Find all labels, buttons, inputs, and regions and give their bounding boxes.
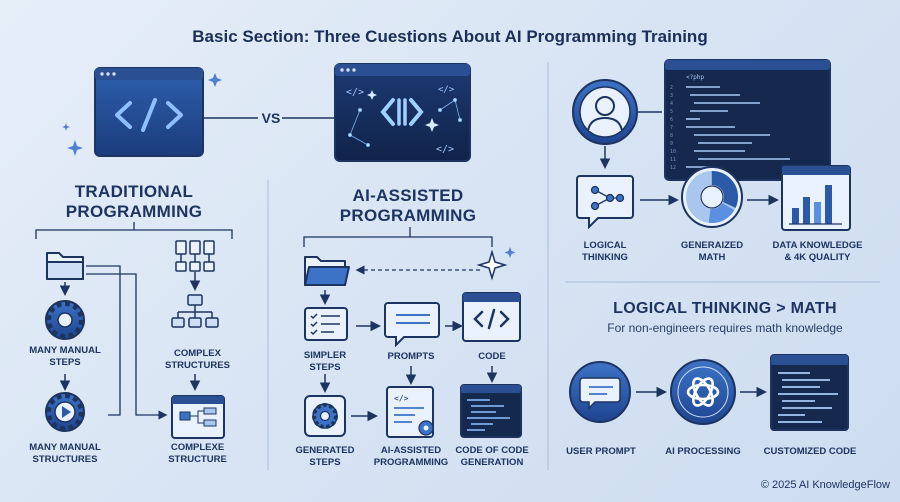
svg-text:</>: </> (438, 85, 455, 95)
label-prompts: PROMPTS (387, 351, 435, 362)
logical-thinking-heading: LOGICAL THINKING > MATH (613, 300, 837, 317)
label-line: COMPLEXE (170, 442, 225, 453)
label-generalized-math: GENERAIZED MATH (670, 240, 754, 264)
label-simpler-steps: SIMPLER STEPS (290, 350, 360, 374)
svg-text:3: 3 (670, 93, 673, 99)
label-line: CODE OF CODE (455, 445, 529, 456)
svg-text:12: 12 (670, 165, 676, 171)
person-icon (572, 79, 638, 145)
gear-icon (45, 300, 85, 340)
label-generated-steps: GENERATED STEPS (288, 445, 362, 469)
traditional-heading: TRADITIONAL PROGRAMMING (44, 182, 224, 222)
label-ai-assisted-programming: AI-ASSISTED PROGRAMMING (370, 445, 452, 469)
checklist-icon (304, 307, 348, 341)
label-line: LOGICAL (583, 240, 627, 251)
label-code-generation: CODE OF CODE GENERATION (452, 445, 532, 469)
logic-flow-bubble-icon (576, 175, 634, 230)
traditional-code-window (94, 67, 204, 157)
svg-text:10: 10 (670, 149, 676, 155)
svg-text:8: 8 (670, 133, 673, 139)
label-line: & 4K QUALITY (784, 252, 851, 263)
hierarchy-icon (171, 294, 219, 328)
donut-chart-icon (681, 166, 743, 228)
ai-processing-icon (670, 359, 736, 425)
svg-text:5: 5 (670, 109, 673, 115)
svg-text:4: 4 (670, 101, 673, 107)
prompt-bubble-icon (384, 302, 440, 348)
traditional-heading-line2: PROGRAMMING (65, 202, 203, 221)
ai-code-window: </> </> </> (334, 63, 471, 162)
label-customized-code: CUSTOMIZED CODE (763, 446, 857, 457)
code-first-line: <?php (686, 74, 705, 81)
label-line: GENERATED (295, 445, 355, 456)
label-data-knowledge: DATA KNOWLEDGE & 4K QUALITY (760, 240, 875, 264)
svg-text:9: 9 (670, 141, 673, 147)
label-line: STEPS (49, 357, 81, 368)
bar-chart-icon (781, 165, 851, 231)
code-generation-panel (460, 384, 522, 438)
ai-heading-line1: AI-ASSISTED (352, 186, 464, 205)
play-gear-icon (45, 392, 85, 432)
ai-assisted-heading: AI-ASSISTED PROGRAMMING (318, 186, 498, 226)
label-logical-thinking: LOGICAL THINKING (565, 240, 645, 264)
svg-text:2: 2 (670, 85, 673, 91)
label-line: DATA KNOWLEDGE (772, 240, 863, 251)
documents-icon (175, 240, 215, 272)
label-many-manual-structures: MANY MANUAL STRUCTURES (10, 442, 120, 466)
label-line: PROGRAMMING (373, 457, 449, 468)
label-line: MATH (698, 252, 726, 263)
structure-window-icon (171, 395, 225, 439)
label-line: MANY MANUAL (29, 442, 101, 453)
label-line: THINKING (582, 252, 628, 263)
label-complex-structures: COMPLEX STRUCTURES (150, 348, 245, 372)
label-many-manual-steps: MANY MANUAL STEPS (15, 345, 115, 369)
folder-icon (46, 252, 84, 280)
label-user-prompt: USER PROMPT (566, 446, 636, 457)
ai-folder-icon (304, 256, 350, 286)
logical-thinking-subheading: For non-engineers requires math knowledg… (607, 321, 843, 335)
label-line: STRUCTURES (32, 454, 98, 465)
label-complexe-structure: COMPLEXE STRUCTURE (150, 442, 245, 466)
code-document-icon: </> (386, 386, 434, 438)
label-line: STRUCTURES (165, 360, 230, 371)
user-prompt-icon (569, 361, 631, 423)
vs-label: VS (261, 110, 281, 126)
label-line: SIMPLER (303, 350, 347, 361)
label-line: STEPS (309, 362, 341, 373)
svg-text:11: 11 (670, 157, 676, 163)
code-window-icon (462, 292, 521, 342)
svg-text:6: 6 (670, 117, 673, 123)
label-line: GENERATION (460, 457, 524, 468)
label-line: GENERAIZED (680, 240, 744, 251)
label-line: AI-ASSISTED (380, 445, 442, 456)
customized-code-panel (770, 354, 849, 431)
generated-gear-icon (304, 395, 346, 437)
php-code-panel: 2 3 4 5 6 7 8 9 10 11 12 (664, 59, 831, 181)
label-code: CODE (478, 351, 506, 362)
svg-text:</>: </> (346, 87, 364, 98)
label-ai-processing: AI PROCESSING (665, 446, 741, 457)
label-line: STRUCTURE (168, 454, 227, 465)
label-line: COMPLEX (174, 348, 221, 359)
footer-copyright: © 2025 AI KnowledgeFlow (760, 479, 890, 491)
svg-text:</>: </> (394, 394, 409, 403)
svg-text:7: 7 (670, 125, 673, 131)
label-line: STEPS (309, 457, 341, 468)
label-line: MANY MANUAL (29, 345, 101, 356)
page-title: Basic Section: Three Cuestions About AI … (192, 27, 708, 46)
ai-heading-line2: PROGRAMMING (339, 206, 477, 225)
svg-text:</>: </> (436, 144, 454, 155)
traditional-heading-line1: TRADITIONAL (74, 182, 194, 201)
